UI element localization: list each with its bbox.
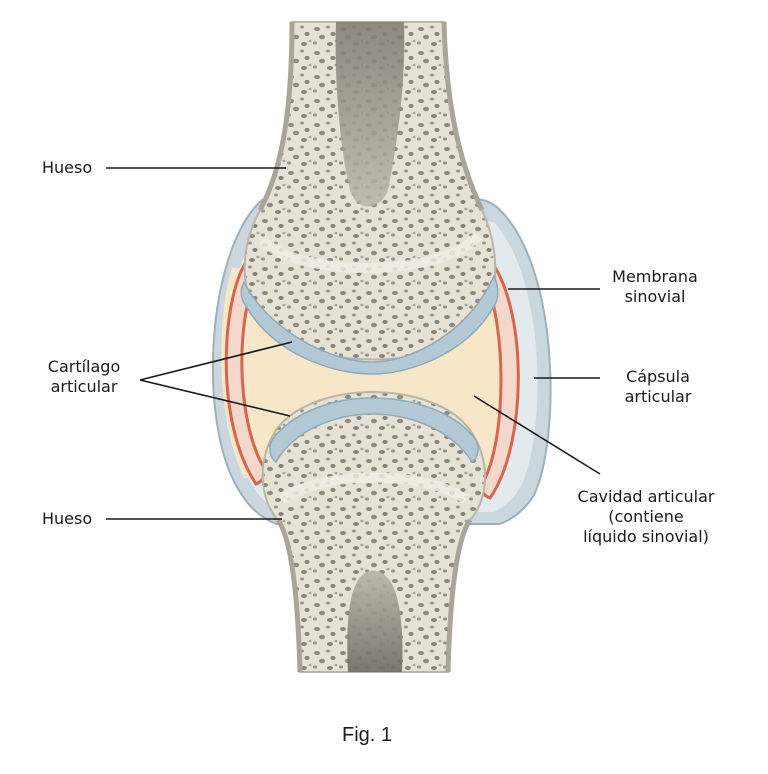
label-cavity-line3: líquido sinovial) (583, 527, 709, 546)
upper-marrow-cavity (335, 22, 405, 207)
label-capsule-line2: articular (625, 387, 692, 406)
label-synovial-membrane-line2: sinovial (625, 287, 686, 306)
leader-cartilage-lower (139, 379, 291, 417)
leader-cartilage-upper (139, 341, 293, 381)
upper-articular-cartilage (240, 274, 499, 375)
leader-cavity (473, 395, 601, 475)
lower-articular-cartilage (269, 397, 479, 464)
label-synovial-membrane-line1: Membrana (612, 267, 698, 286)
label-bone-bottom: Hueso (42, 509, 92, 528)
label-cartilage-line2: articular (51, 377, 118, 396)
label-bone-top: Hueso (42, 158, 92, 177)
label-capsule-line1: Cápsula (626, 367, 690, 386)
figure-caption: Fig. 1 (342, 724, 392, 746)
label-cavity-line1: Cavidad articular (578, 487, 715, 506)
label-cavity-line2: (contiene (608, 507, 684, 526)
lower-marrow-cavity (347, 570, 403, 672)
label-cartilage-line1: Cartílago (48, 357, 120, 376)
